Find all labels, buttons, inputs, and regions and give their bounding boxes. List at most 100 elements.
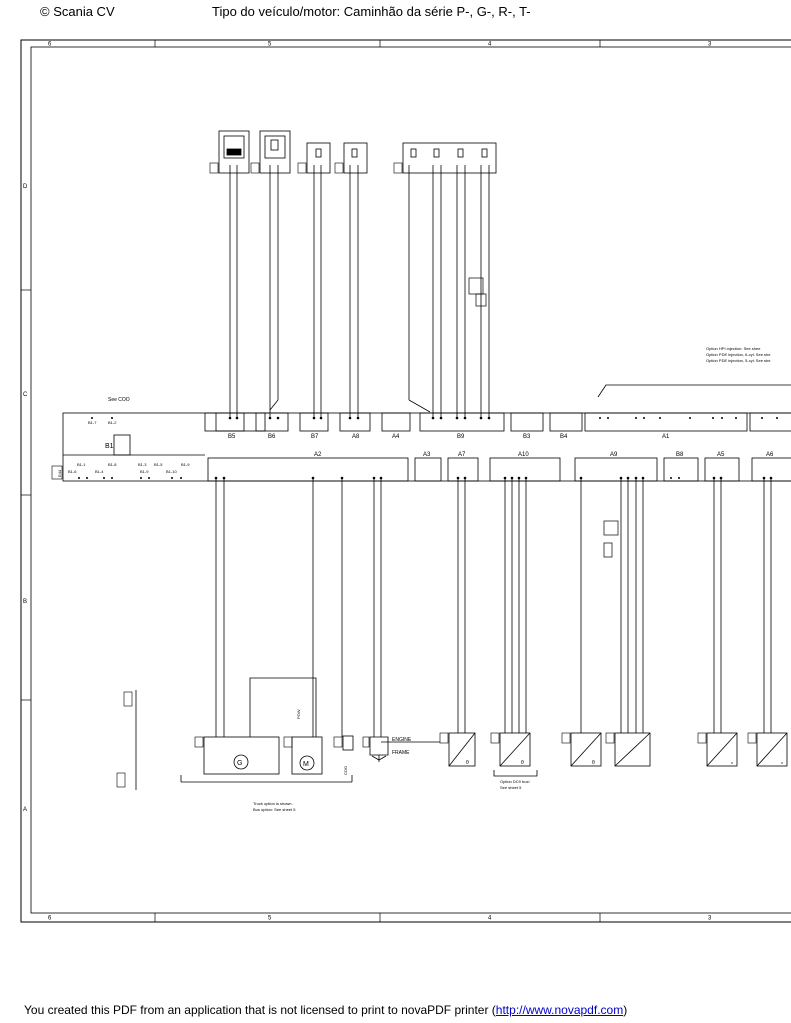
- speed-sensor-box: [706, 732, 738, 767]
- grid-col-label: 3: [708, 916, 712, 922]
- novapdf-link[interactable]: http://www.novapdf.com: [495, 1003, 624, 1017]
- sensor-box: [614, 732, 651, 767]
- grid-col-label: 5: [268, 42, 272, 48]
- connector-a6: [751, 457, 791, 482]
- temp-sensor-box: [499, 732, 531, 767]
- bus-option-note: Bus option: See sheet 5: [253, 807, 296, 812]
- footer-notice: You created this PDF from an application…: [24, 1003, 627, 1017]
- pow-label: POW: [296, 709, 301, 719]
- speed-sensor-box: [756, 732, 788, 767]
- theta-symbol: θ: [592, 760, 595, 766]
- connector-a3: [414, 457, 442, 482]
- see-coo-label: See COO: [108, 397, 130, 403]
- connector-a7: [447, 457, 479, 482]
- connector-label: B9: [457, 434, 465, 440]
- generator-box: [203, 736, 280, 775]
- connector-label: A10: [518, 452, 529, 458]
- connector-b7: [299, 412, 329, 432]
- diagram-frame-outer: [20, 39, 791, 923]
- theta-symbol: θ: [466, 760, 469, 766]
- connector-label: B5: [228, 434, 236, 440]
- pin-label: B1-5: [154, 462, 163, 467]
- diagram-frame-inner: [30, 46, 791, 914]
- footer-suffix: ): [623, 1003, 628, 1017]
- grid-col-label: 3: [708, 42, 712, 48]
- pin-label: B1-8: [108, 462, 117, 467]
- connector-b6: [255, 412, 289, 432]
- connector-label: A6: [766, 452, 774, 458]
- frame-label: FRAME: [392, 750, 410, 756]
- motor-symbol: M: [303, 761, 309, 768]
- grid-row-label: D: [23, 184, 28, 190]
- dc9-option-note: Option DC9 bus!: [500, 779, 530, 784]
- option-note: Option PDE injection, 6-cyl: See she: [706, 352, 771, 357]
- option-note: Option PDE injection, 5-cyl: See she: [706, 358, 771, 363]
- connector-label: A8: [352, 434, 360, 440]
- pin-label: B1-2: [108, 420, 117, 425]
- pin-label: B1-10: [166, 469, 177, 474]
- connector-label: B6: [268, 434, 276, 440]
- connector-b4: [549, 412, 583, 432]
- sensor-box: [343, 142, 368, 174]
- connector-a5: [704, 457, 740, 482]
- connector-label: B8: [676, 452, 684, 458]
- footer-prefix: You created this PDF from an application…: [24, 1003, 496, 1017]
- pin-label: B1-6: [68, 469, 77, 474]
- sensor-box: [259, 130, 291, 174]
- speed-symbol: v: [731, 760, 733, 765]
- grid-row-label: A: [23, 807, 27, 813]
- connector-a1: [584, 412, 748, 432]
- vehicle-type-label: Tipo do veículo/motor: Caminhão da série…: [212, 4, 531, 19]
- connector-label: B4: [560, 434, 568, 440]
- sensor-box: [218, 130, 250, 174]
- option-note: Option HPI injection: See shee: [706, 346, 761, 351]
- pin-label: B1-3: [138, 462, 147, 467]
- copyright-label: © Scania CV: [40, 4, 115, 19]
- pin-label: B1-7: [88, 420, 97, 425]
- connector-label: A3: [423, 452, 431, 458]
- connector-a2: [207, 457, 409, 482]
- temp-sensor-box: [448, 732, 476, 767]
- pin-label: B1-4: [95, 469, 104, 474]
- connector-a4: [381, 412, 411, 432]
- coo-label: COO: [343, 766, 348, 775]
- connector-b3: [510, 412, 544, 432]
- truck-option-note: Truck option is shown.: [253, 801, 293, 806]
- theta-symbol: θ: [521, 760, 524, 766]
- b1-label: B1: [105, 443, 114, 450]
- grid-row-label: C: [23, 392, 28, 398]
- connector-b8: [663, 457, 699, 482]
- pin-label: B1-9: [181, 462, 190, 467]
- sensor-box: [570, 732, 602, 767]
- sensor-box-group: [402, 142, 497, 174]
- grid-col-label: 4: [488, 916, 492, 922]
- generator-symbol: G: [237, 760, 242, 767]
- connector-a10: [489, 457, 561, 482]
- sensor-box: [306, 142, 331, 174]
- connector-label: A4: [392, 434, 400, 440]
- speed-symbol: v: [781, 760, 783, 765]
- pin-label: B1-9: [140, 469, 149, 474]
- grid-col-label: 6: [48, 916, 52, 922]
- grid-row-label: B: [23, 599, 27, 605]
- grid-col-label: 6: [48, 42, 52, 48]
- connector-label: A7: [458, 452, 466, 458]
- connector-b2: [749, 412, 791, 432]
- unit-code-label: E44: [57, 469, 62, 477]
- connector-label: B3: [523, 434, 531, 440]
- pin-label: B1-1: [77, 462, 86, 467]
- connector-b9: [419, 412, 505, 432]
- connector-label: A5: [717, 452, 725, 458]
- connector-label: A1: [662, 434, 670, 440]
- grid-col-label: 4: [488, 42, 492, 48]
- connector-label: B7: [311, 434, 319, 440]
- connector-label: A9: [610, 452, 618, 458]
- engine-label: ENGINE: [392, 737, 412, 743]
- connector-b5: [215, 412, 245, 432]
- switch-b1: [113, 434, 131, 456]
- connector-a8: [339, 412, 371, 432]
- dc9-option-note: See sheet 5: [500, 785, 522, 790]
- connector-a9: [574, 457, 658, 482]
- connector-label: A2: [314, 452, 322, 458]
